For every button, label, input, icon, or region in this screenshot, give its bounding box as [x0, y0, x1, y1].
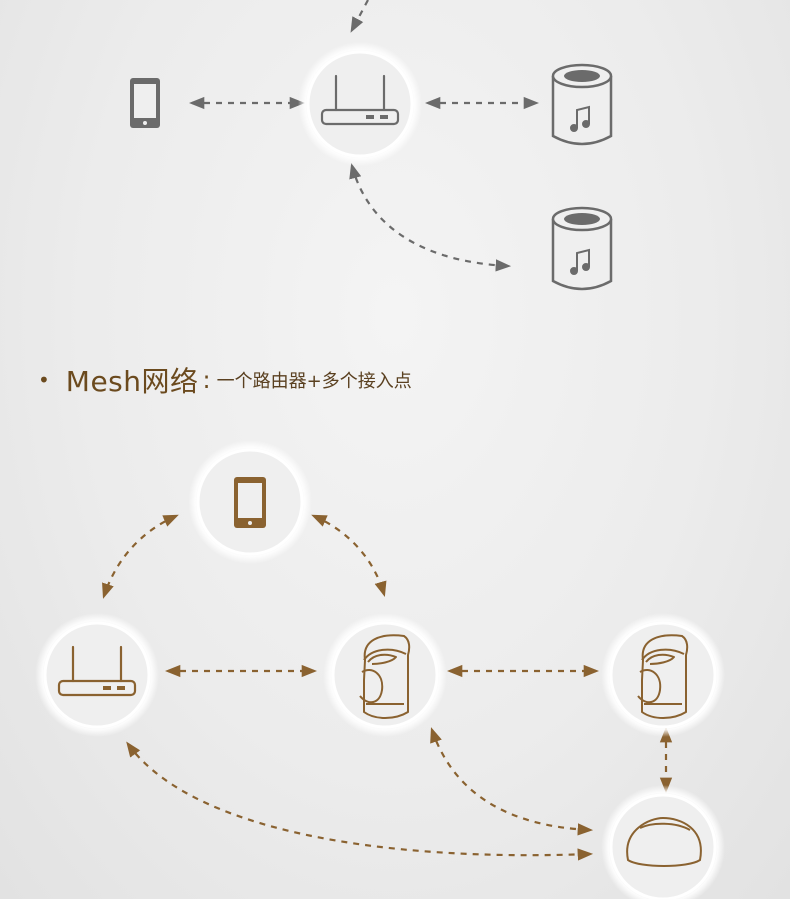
- router-icon: [320, 74, 400, 126]
- phone-icon: [234, 477, 266, 528]
- access-point-icon: [359, 634, 411, 719]
- link-phone-ap1: [311, 514, 387, 597]
- mesh-router-node: [35, 613, 159, 737]
- heading-colon: :: [202, 366, 211, 394]
- link-router-dome: [126, 741, 594, 861]
- speaker-music-icon: [551, 63, 613, 146]
- router-icon: [57, 645, 137, 697]
- speaker-music-icon: [551, 206, 613, 291]
- mesh-dome-node: [601, 785, 725, 899]
- mesh-links: [102, 514, 673, 861]
- access-point-icon: [637, 634, 689, 719]
- heading-bullet: •: [38, 368, 50, 392]
- section-heading: • Mesh网络 : 一个路由器+多个接入点: [38, 360, 412, 400]
- link-incoming-top: [350, 0, 369, 33]
- top-router-node: [298, 42, 422, 166]
- heading-title: Mesh网络: [65, 365, 199, 398]
- heading-subtitle: 一个路由器+多个接入点: [216, 371, 412, 392]
- top-links: [188, 0, 540, 272]
- mesh-ap1-node: [323, 613, 447, 737]
- link-phone-router: [102, 514, 179, 599]
- link-router-speaker2: [349, 163, 512, 272]
- dome-access-point-icon: [626, 816, 702, 867]
- mesh-phone-node: [188, 440, 312, 564]
- phone-icon: [130, 78, 160, 128]
- mesh-ap2-node: [601, 613, 725, 737]
- link-ap1-dome: [430, 727, 594, 836]
